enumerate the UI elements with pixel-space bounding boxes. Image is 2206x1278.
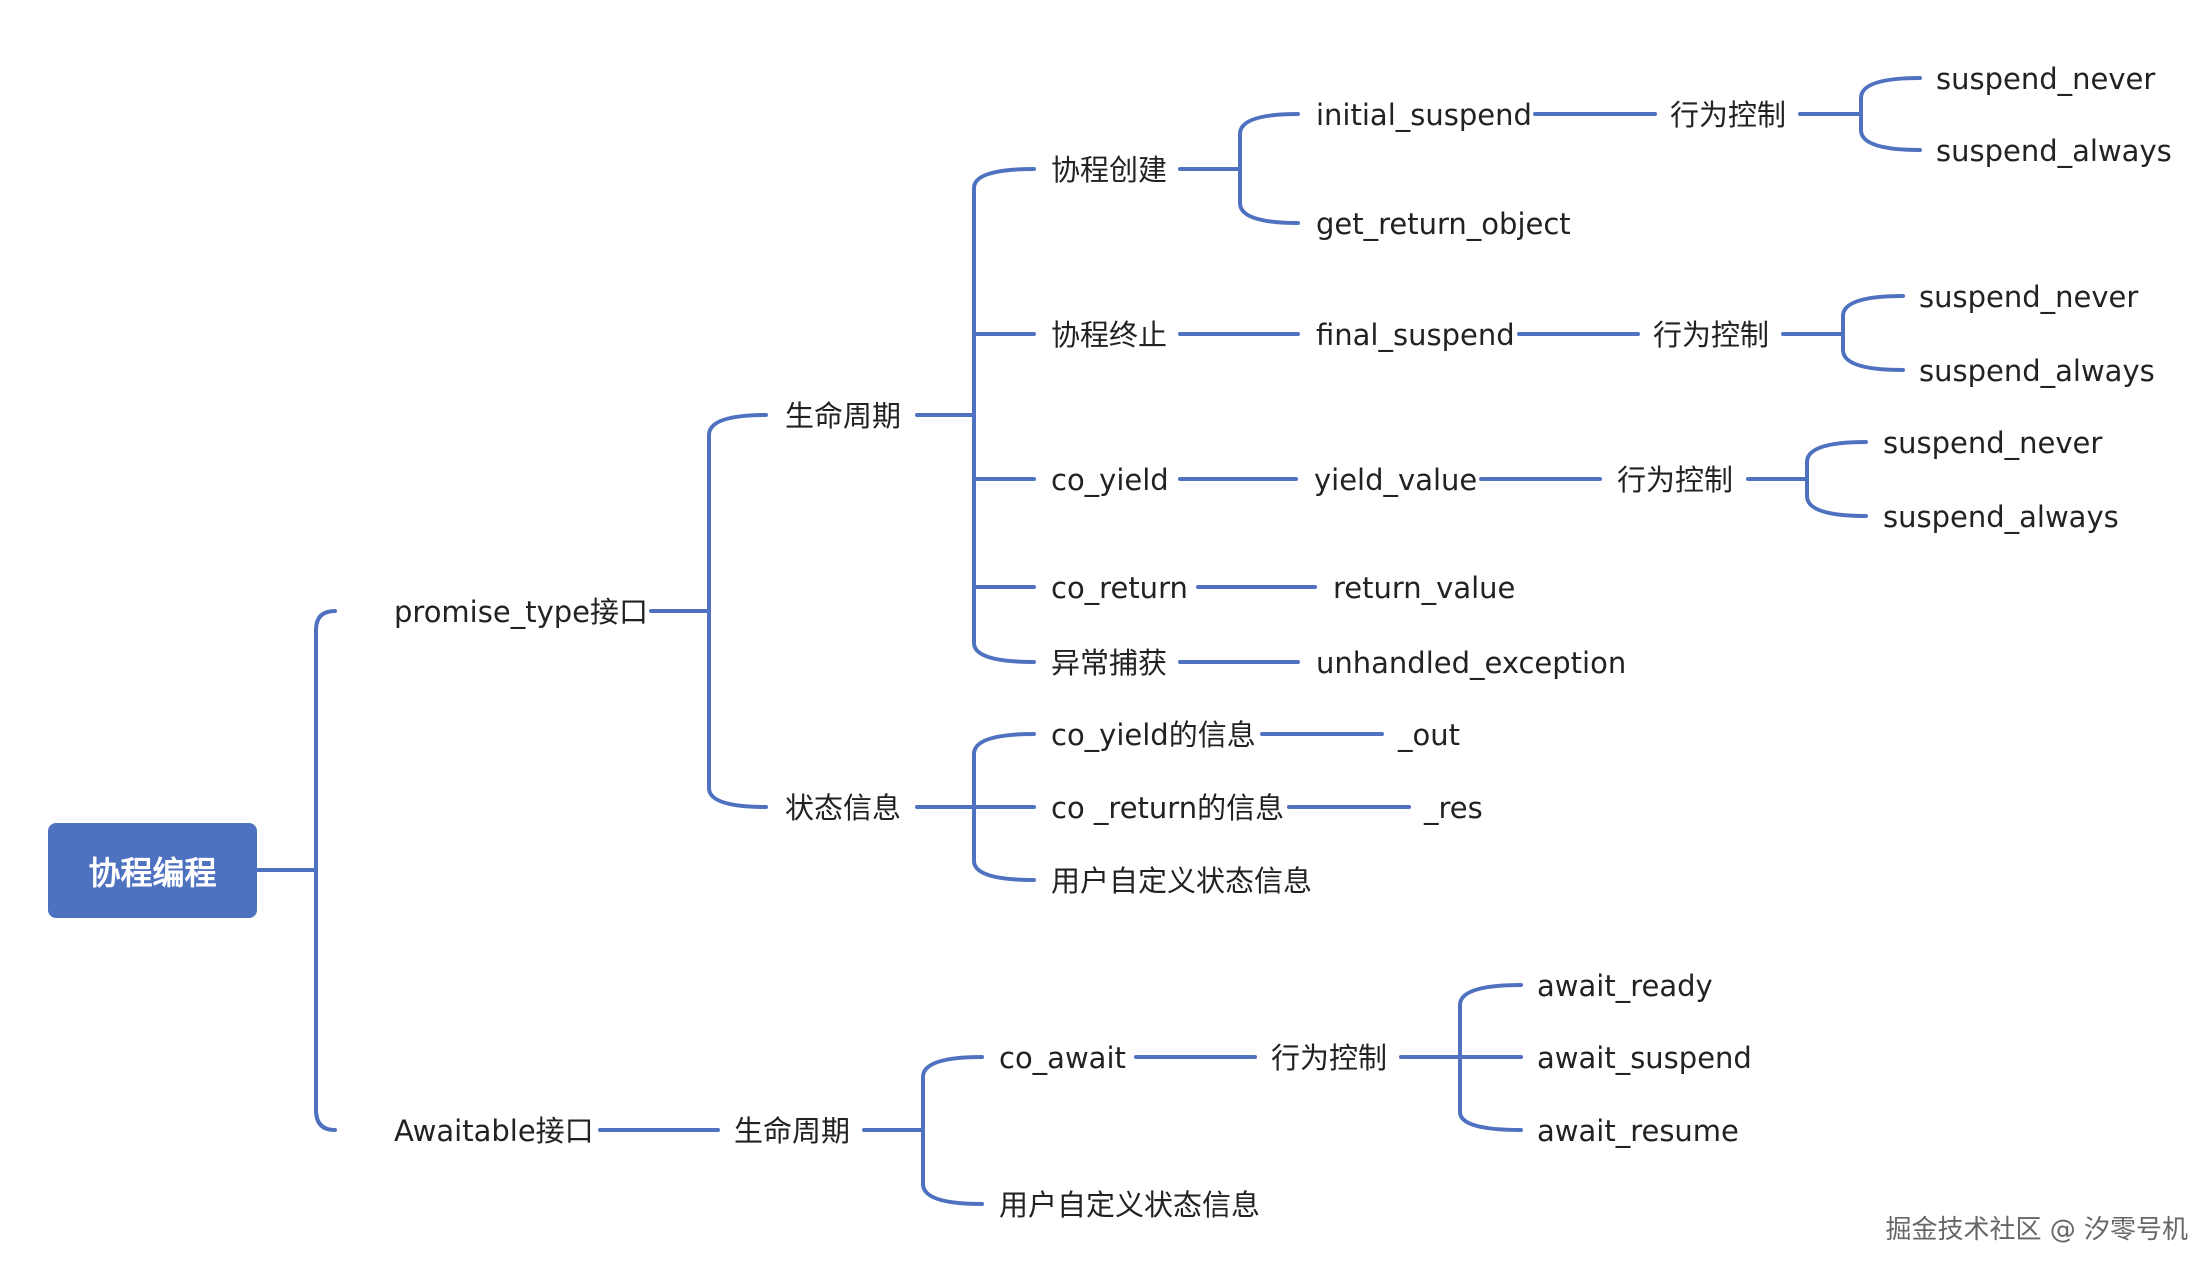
connector-line <box>972 167 1036 664</box>
node-state-info: 状态信息 <box>785 791 902 825</box>
node-yield-control: 行为控制 <box>1617 463 1734 497</box>
node-exception-catch: 异常捕获 <box>1051 646 1168 680</box>
node-co-yield-info: co_yield的信息 <box>1051 718 1256 752</box>
connector-line <box>1805 440 1868 518</box>
node-await-suspend: await_suspend <box>1537 1041 1752 1075</box>
node-co-await: co_await <box>999 1041 1126 1075</box>
node-terminate-control: 行为控制 <box>1653 318 1770 352</box>
node-co-return: co_return <box>1051 571 1188 605</box>
node-initial-suspend: initial_suspend <box>1316 98 1532 132</box>
node-await-resume: await_resume <box>1537 1114 1739 1148</box>
connector-line <box>1841 294 1905 372</box>
node-coroutine-terminate: 协程终止 <box>1051 318 1168 352</box>
node-return-value: return_value <box>1333 571 1516 605</box>
connector-line <box>707 413 768 809</box>
connector-line <box>1238 112 1300 225</box>
node-awaitable-lifecycle: 生命周期 <box>734 1114 851 1148</box>
watermark: 掘金技术社区 @ 汐零号机 <box>1885 1215 2188 1245</box>
node-yield-value: yield_value <box>1314 463 1478 497</box>
node-co-yield: co_yield <box>1051 463 1169 497</box>
node-yield-suspend-always: suspend_always <box>1883 500 2119 534</box>
node-res: _res <box>1424 791 1483 825</box>
node-terminate-suspend-never: suspend_never <box>1919 280 2139 314</box>
connector-line <box>1859 76 1922 152</box>
node-await-ready: await_ready <box>1537 969 1713 1003</box>
node-await-control: 行为控制 <box>1271 1041 1388 1075</box>
node-yield-suspend-never: suspend_never <box>1883 426 2103 460</box>
node-awaitable: Awaitable接口 <box>394 1114 594 1148</box>
node-get-return-object: get_return_object <box>1316 207 1571 241</box>
node-unhandled-exception: unhandled_exception <box>1316 646 1627 680</box>
node-custom-state: 用户自定义状态信息 <box>1051 864 1313 898</box>
node-create-suspend-always: suspend_always <box>1936 134 2172 168</box>
node-promise-type: promise_type接口 <box>394 595 648 629</box>
node-co-return-info: co _return的信息 <box>1051 791 1285 825</box>
node-out: _out <box>1398 718 1460 752</box>
node-create-suspend-never: suspend_never <box>1936 62 2156 96</box>
node-final-suspend: final_suspend <box>1316 318 1515 352</box>
node-lifecycle: 生命周期 <box>785 399 902 433</box>
root-node: 协程编程 <box>48 823 257 918</box>
node-coroutine-create: 协程创建 <box>1051 153 1168 187</box>
node-awaitable-custom-state: 用户自定义状态信息 <box>999 1188 1261 1222</box>
node-create-control: 行为控制 <box>1670 98 1787 132</box>
node-terminate-suspend-always: suspend_always <box>1919 354 2155 388</box>
connector-line <box>314 609 337 1132</box>
connector-line <box>921 1055 984 1206</box>
